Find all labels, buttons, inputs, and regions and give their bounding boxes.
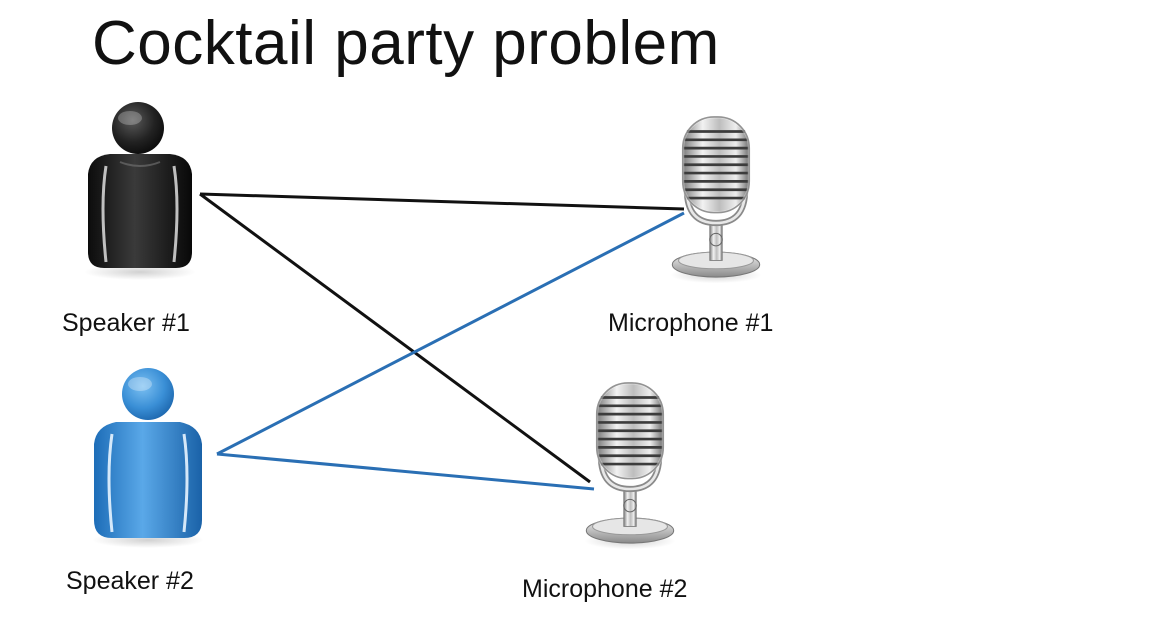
microphone-icon: [584, 383, 676, 549]
person-icon: [84, 102, 196, 280]
link-speaker1-mic1: [199, 192, 685, 211]
page-title: Cocktail party problem: [92, 9, 720, 78]
microphone-2-label: Microphone #2: [522, 575, 688, 603]
link-speaker2-mic1: [216, 211, 685, 456]
speaker-1-label: Speaker #1: [62, 309, 190, 337]
speaker-2-label: Speaker #2: [66, 567, 194, 595]
microphone-icon: [670, 117, 762, 283]
link-speaker2-mic2: [216, 452, 595, 491]
link-speaker1-mic2: [199, 192, 591, 484]
microphone-1-label: Microphone #1: [608, 309, 774, 337]
connections: [199, 192, 685, 491]
person-icon: [92, 368, 204, 548]
